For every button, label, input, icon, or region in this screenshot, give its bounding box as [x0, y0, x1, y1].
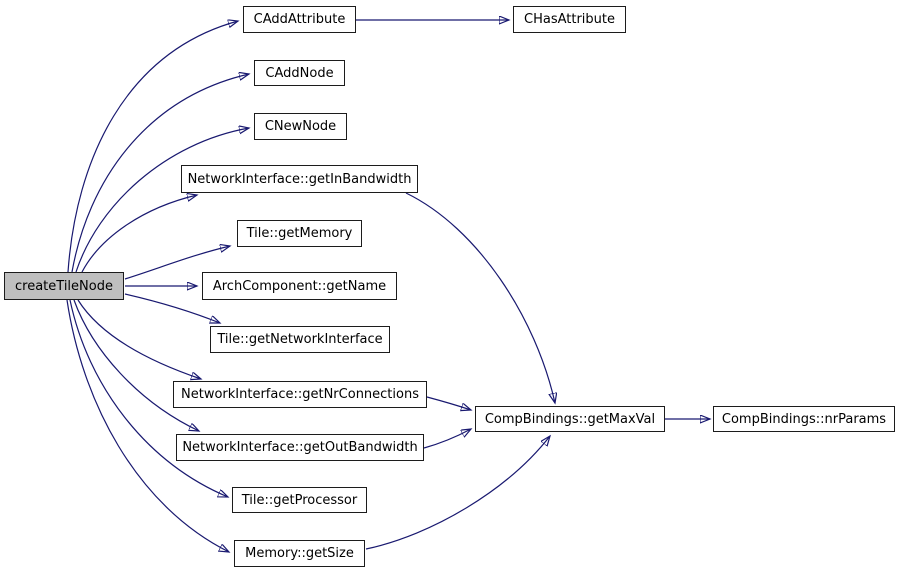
node-comp-bindings-get-max-val[interactable]: CompBindings::getMaxVal	[475, 406, 665, 432]
edge-getOutBandwidth-getMaxVal	[423, 429, 471, 449]
node-cnew-node[interactable]: CNewNode	[254, 113, 347, 140]
edge-createTileNode-CAddNode	[71, 74, 249, 273]
node-network-interface-get-nr-connections[interactable]: NetworkInterface::getNrConnections	[173, 381, 427, 408]
node-chas-attribute[interactable]: CHasAttribute	[513, 6, 626, 33]
edge-getSize-getMaxVal	[365, 436, 550, 550]
node-network-interface-get-out-bandwidth[interactable]: NetworkInterface::getOutBandwidth	[176, 434, 424, 461]
edge-createTileNode-getInBandwidth	[81, 195, 197, 273]
edge-createTileNode-getNetworkInterface	[124, 293, 220, 323]
edge-createTileNode-getNrConnections	[77, 299, 201, 379]
node-tile-get-memory[interactable]: Tile::getMemory	[237, 220, 362, 247]
node-create-tile-node: createTileNode	[4, 272, 124, 300]
edge-createTileNode-getMemory	[124, 246, 230, 280]
edge-createTileNode-getProcessor	[69, 299, 228, 497]
node-tile-get-processor[interactable]: Tile::getProcessor	[232, 487, 367, 513]
edge-createTileNode-CAddAttribute	[67, 21, 238, 273]
node-cadd-attribute[interactable]: CAddAttribute	[243, 6, 356, 33]
edge-createTileNode-getSize	[66, 299, 229, 552]
node-cadd-node[interactable]: CAddNode	[254, 60, 345, 86]
node-comp-bindings-nr-params[interactable]: CompBindings::nrParams	[713, 406, 895, 432]
edge-createTileNode-getOutBandwidth	[73, 299, 199, 431]
edge-getNrConnections-getMaxVal	[426, 396, 471, 410]
node-memory-get-size[interactable]: Memory::getSize	[234, 540, 365, 567]
node-network-interface-get-in-bandwidth[interactable]: NetworkInterface::getInBandwidth	[181, 165, 418, 193]
node-tile-get-network-interface[interactable]: Tile::getNetworkInterface	[210, 326, 390, 353]
edge-getInBandwidth-getMaxVal	[405, 192, 555, 403]
edge-createTileNode-CNewNode	[75, 128, 249, 273]
node-arch-component-get-name[interactable]: ArchComponent::getName	[202, 272, 397, 300]
